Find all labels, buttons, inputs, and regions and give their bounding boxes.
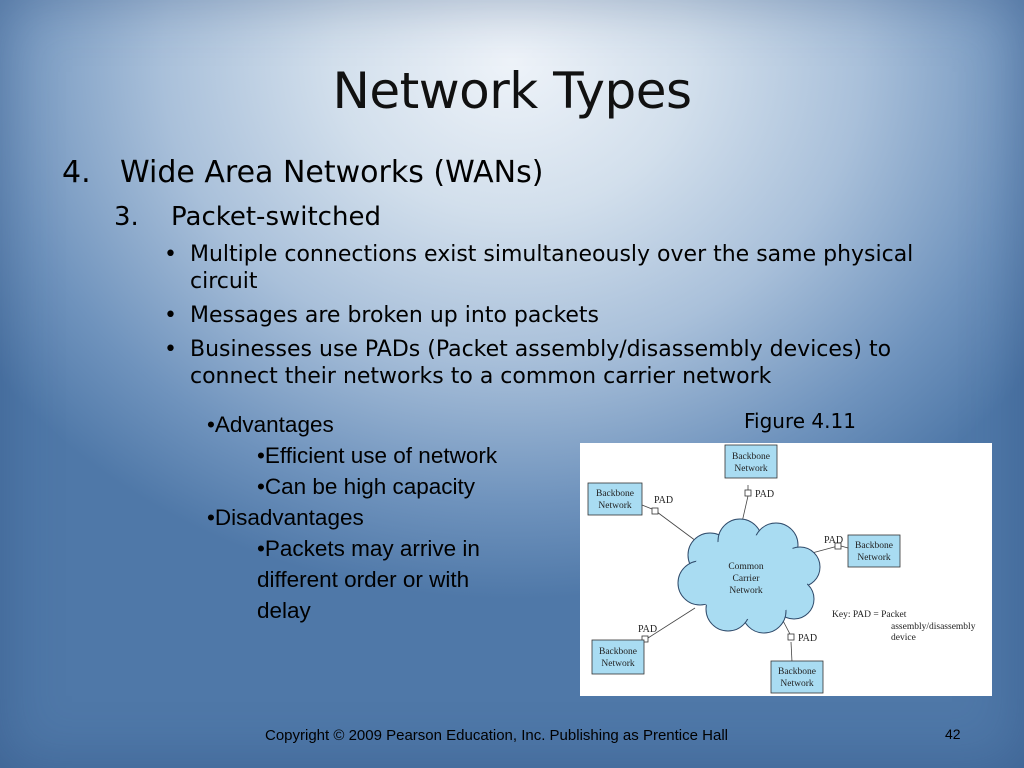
cloud-label-line-3: Network: [729, 586, 762, 596]
pad-devices: [641, 489, 842, 643]
pad-label: PAD: [755, 489, 774, 500]
cloud-label-line-1: Common: [728, 562, 764, 572]
bullet-item: • Businesses use PADs (Packet assembly/di…: [162, 336, 962, 390]
pad-device: [744, 489, 752, 497]
cloud-label-line-2: Carrier: [733, 574, 761, 584]
backbone-network-top: Backbone Network: [724, 444, 778, 479]
common-carrier-cloud: Common Carrier Network: [677, 518, 821, 634]
network-figure: Common Carrier Network PAD PAD PAD PAD P…: [580, 443, 992, 696]
key-line-1: Key: PAD = Packet: [832, 610, 907, 620]
bullet-item: • Messages are broken up into packets: [162, 302, 962, 329]
bullet-list: • Multiple connections exist simultaneous…: [162, 241, 962, 397]
backbone-label-line-2: Network: [601, 659, 634, 669]
pad-device: [641, 635, 649, 643]
outline-level-2-text: Packet-switched: [171, 202, 381, 232]
backbone-label-line-2: Network: [734, 464, 767, 474]
disadvantage-item: •Packets may arrive in different order o…: [257, 536, 480, 623]
advantages-heading: •Advantages: [207, 412, 334, 437]
backbone-label-line-2: Network: [598, 501, 631, 511]
key-line-2: assembly/disassembly: [891, 622, 976, 632]
copyright-footer: Copyright © 2009 Pearson Education, Inc.…: [265, 727, 728, 744]
figure-caption: Figure 4.11: [744, 409, 856, 433]
bullet-dot: •: [164, 337, 177, 362]
backbone-label-line-2: Network: [857, 553, 890, 563]
disadvantages-heading: •Disadvantages: [207, 505, 364, 530]
backbone-network-bottom-right: Backbone Network: [770, 660, 824, 694]
pad-device: [787, 633, 795, 641]
outline-level-1-text: Wide Area Networks (WANs): [120, 155, 544, 190]
pad-label: PAD: [654, 495, 673, 506]
backbone-label-line-1: Backbone: [596, 489, 634, 499]
pad-label: PAD: [798, 633, 817, 644]
pad-label: PAD: [638, 624, 657, 635]
backbone-label-line-1: Backbone: [778, 667, 816, 677]
bullet-text: Multiple connections exist simultaneousl…: [190, 242, 914, 294]
backbone-network-right: Backbone Network: [847, 534, 901, 568]
backbone-label-line-2: Network: [780, 679, 813, 689]
bullet-item: • Multiple connections exist simultaneous…: [162, 241, 962, 295]
bullet-dot: •: [164, 242, 177, 267]
bullet-dot: •: [164, 303, 177, 328]
key-line-3: device: [891, 633, 916, 643]
pad-label: PAD: [824, 535, 843, 546]
wan-diagram: Common Carrier Network PAD PAD PAD PAD P…: [587, 444, 976, 694]
slide-title: Network Types: [332, 62, 692, 120]
pad-device: [834, 542, 842, 550]
outline-level-1-number: 4.: [62, 155, 91, 190]
backbone-network-left: Backbone Network: [587, 482, 643, 516]
bullet-text: Messages are broken up into packets: [190, 303, 600, 328]
advantage-item: •Can be high capacity: [257, 474, 476, 499]
backbone-label-line-1: Backbone: [599, 647, 637, 657]
pros-cons-list: •Advantages •Efficient use of network •C…: [207, 409, 527, 626]
outline-level-2-number: 3.: [114, 202, 139, 232]
page-number: 42: [945, 726, 961, 742]
pad-device: [651, 507, 659, 515]
bullet-text: Businesses use PADs (Packet assembly/dis…: [190, 337, 892, 389]
backbone-label-line-1: Backbone: [732, 452, 770, 462]
advantage-item: •Efficient use of network: [257, 443, 498, 468]
backbone-label-line-1: Backbone: [855, 541, 893, 551]
backbone-network-bottom-left: Backbone Network: [591, 639, 645, 675]
